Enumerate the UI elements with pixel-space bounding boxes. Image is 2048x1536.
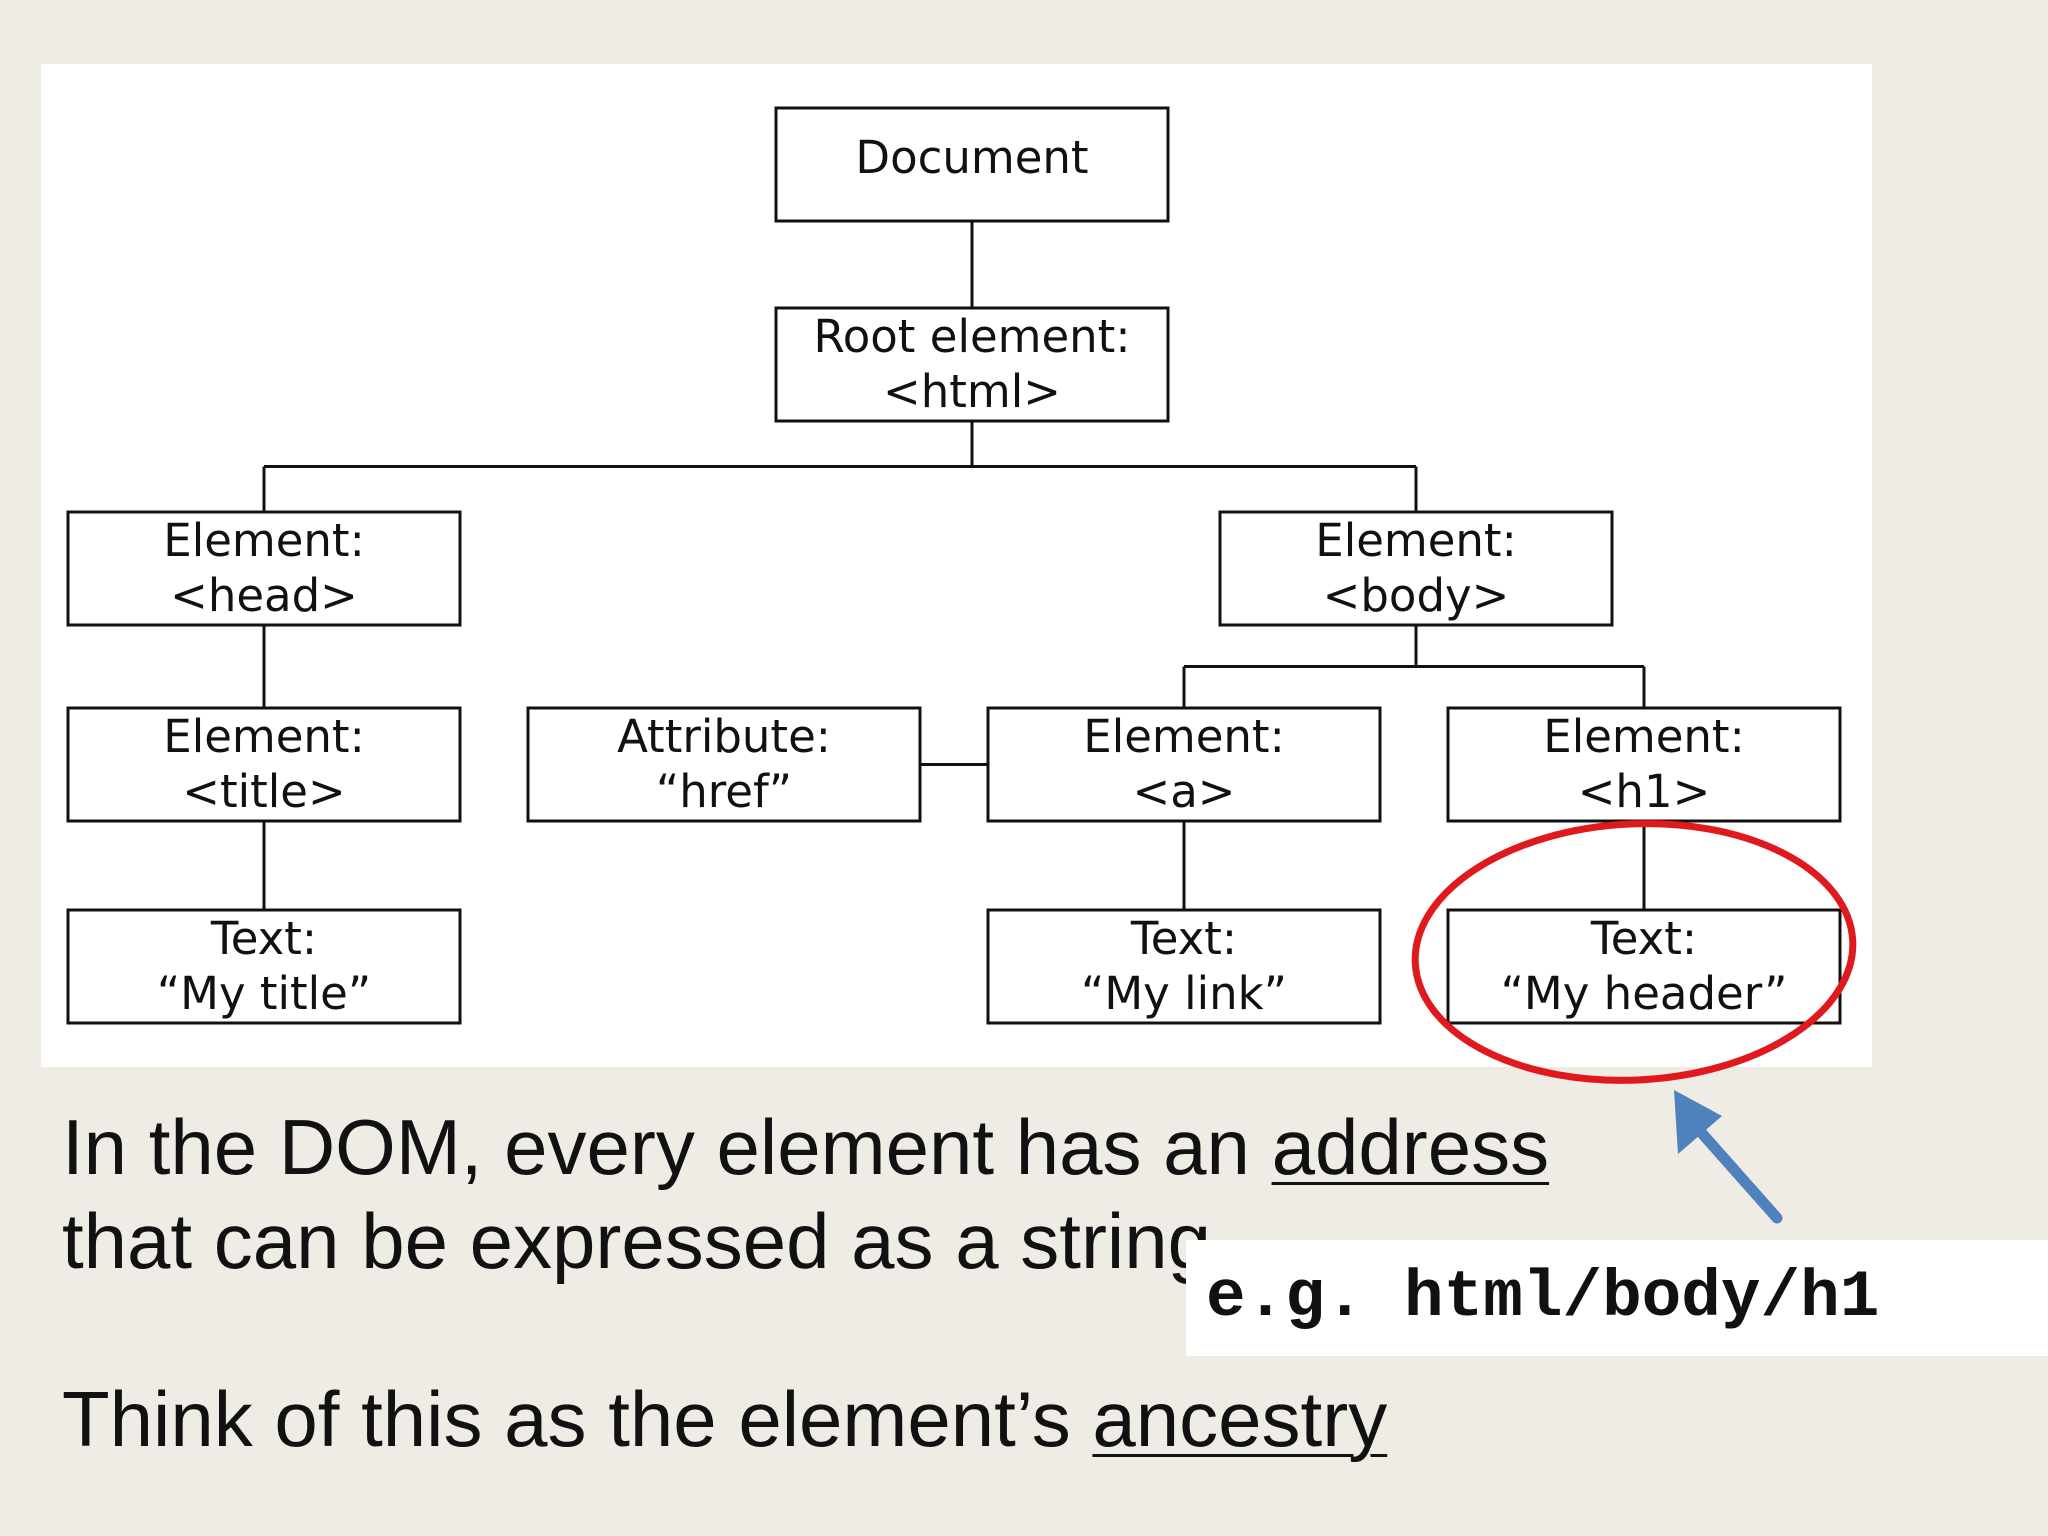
node-label: Text: xyxy=(1590,912,1697,965)
node-label: <head> xyxy=(170,569,358,622)
example-path-box: e.g. html/body/h1 xyxy=(1186,1240,2048,1356)
node-label: Element: xyxy=(1315,514,1516,567)
caption-line-3: Think of this as the element’s ancestry xyxy=(62,1372,1387,1466)
node-h1: Element:<h1> xyxy=(1446,706,1842,823)
node-label: <a> xyxy=(1133,765,1236,818)
node-box xyxy=(986,908,1382,1025)
node-document: Document xyxy=(774,106,1170,223)
node-box xyxy=(1218,510,1614,627)
node-box xyxy=(986,706,1382,823)
node-label: “My title” xyxy=(157,967,371,1020)
ancestry-term: ancestry xyxy=(1092,1375,1388,1463)
node-text-header: Text:“My header” xyxy=(1446,908,1842,1025)
node-label: <title> xyxy=(182,765,345,818)
pointer-arrow-icon xyxy=(1674,1090,1783,1224)
node-label: Attribute: xyxy=(617,710,831,763)
caption-line-2: that can be expressed as a string xyxy=(62,1197,1212,1285)
node-box xyxy=(774,306,1170,423)
node-label: “My link” xyxy=(1081,967,1287,1020)
example-path-text: e.g. html/body/h1 xyxy=(1206,1260,1880,1335)
node-label: Text: xyxy=(210,912,317,965)
node-body: Element:<body> xyxy=(1218,510,1614,627)
node-label: Text: xyxy=(1130,912,1237,965)
node-label: Element: xyxy=(1083,710,1284,763)
node-box xyxy=(774,106,1170,223)
node-label: <body> xyxy=(1323,569,1510,622)
node-text-link: Text:“My link” xyxy=(986,908,1382,1025)
node-root: Root element:<html> xyxy=(774,306,1170,423)
node-box xyxy=(66,706,462,823)
node-label: Element: xyxy=(1543,710,1744,763)
node-box xyxy=(526,706,922,823)
caption-text: Think of this as the element’s xyxy=(62,1375,1093,1463)
node-box xyxy=(66,908,462,1025)
node-label: “href” xyxy=(656,765,792,818)
node-box xyxy=(1446,706,1842,823)
node-label: Element: xyxy=(163,514,364,567)
node-box xyxy=(66,510,462,627)
caption-line-1: In the DOM, every element has an address xyxy=(62,1100,1549,1194)
caption-text: In the DOM, every element has an xyxy=(62,1103,1272,1191)
address-term: address xyxy=(1271,1103,1550,1191)
node-text-title: Text:“My title” xyxy=(66,908,462,1025)
node-title: Element:<title> xyxy=(66,706,462,823)
node-label: <html> xyxy=(883,365,1061,418)
node-label: <h1> xyxy=(1578,765,1711,818)
node-label: Element: xyxy=(163,710,364,763)
node-head: Element:<head> xyxy=(66,510,462,627)
node-label: Root element: xyxy=(814,310,1131,363)
node-label: Document xyxy=(855,131,1088,184)
node-href: Attribute:“href” xyxy=(526,706,922,823)
node-a: Element:<a> xyxy=(986,706,1382,823)
node-label: “My header” xyxy=(1501,967,1788,1020)
